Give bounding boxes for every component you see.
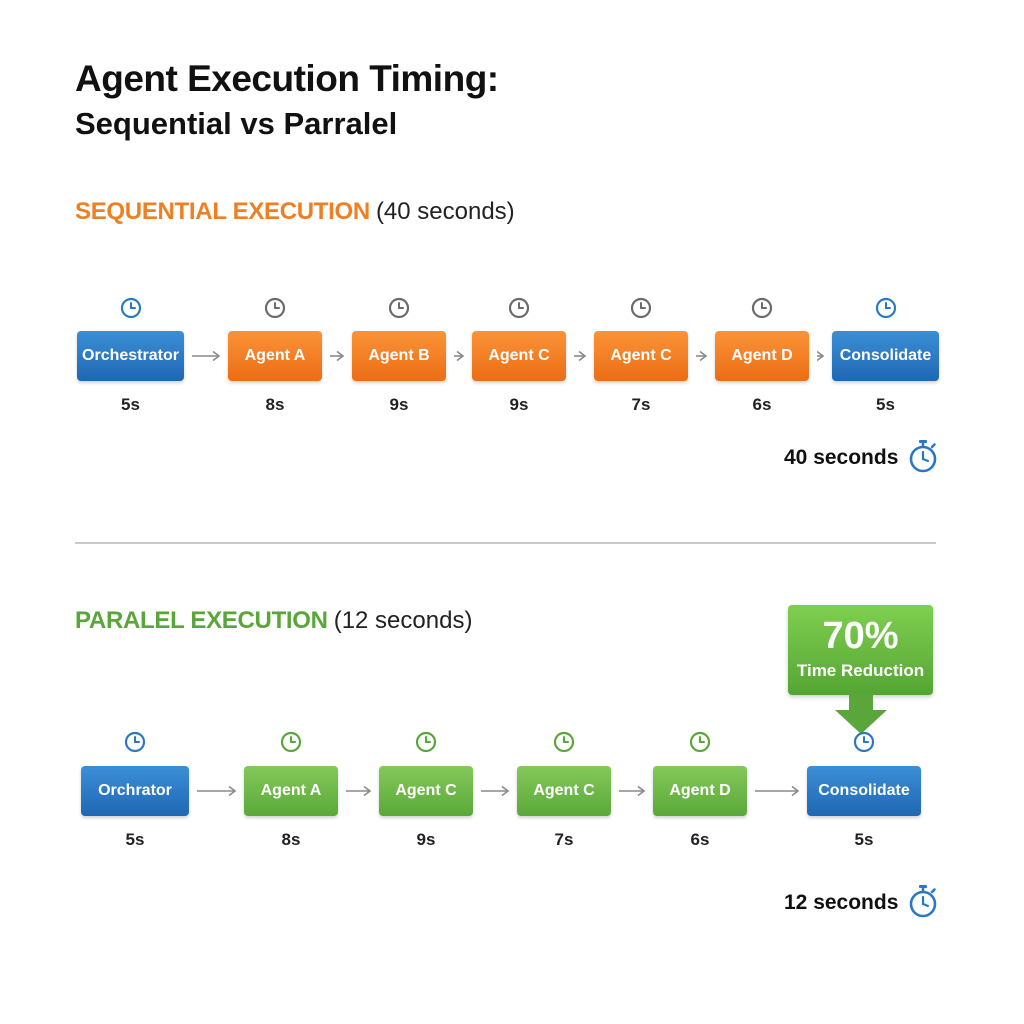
clock-icon	[264, 297, 286, 319]
parallel-label: PARALEL EXECUTION	[75, 607, 328, 634]
clock-icon	[508, 297, 530, 319]
sequential-label: SEQUENTIAL EXECUTION	[75, 198, 370, 225]
arrow-right-icon	[755, 785, 799, 797]
parallel-step-time: 8s	[281, 830, 301, 849]
sequential-duration: (40 seconds)	[375, 198, 515, 225]
clock-icon	[280, 731, 302, 753]
stopwatch-icon	[909, 885, 937, 918]
sequential-step-time: 9s	[509, 395, 529, 414]
time-reduction-callout: 70% Time Reduction	[788, 605, 933, 695]
arrow-right-icon	[574, 350, 586, 362]
parallel-step-box: Consolidate	[807, 766, 921, 816]
section-divider	[75, 542, 936, 544]
clock-icon	[124, 731, 146, 753]
sequential-step-time: 9s	[389, 395, 409, 414]
arrow-right-icon	[817, 350, 824, 362]
sequential-step-box: Agent C	[594, 331, 688, 381]
sequential-step-time: 7s	[631, 395, 651, 414]
parallel-step-box: Agent C	[517, 766, 611, 816]
clock-icon	[853, 731, 875, 753]
clock-icon	[388, 297, 410, 319]
arrow-right-icon	[619, 785, 645, 797]
clock-icon	[875, 297, 896, 319]
parallel-step-box: Agent C	[379, 766, 473, 816]
reduction-percent: 70%	[822, 615, 899, 657]
parallel-step-time: 9s	[416, 830, 436, 849]
arrow-right-icon	[696, 350, 707, 362]
arrow-right-icon	[197, 785, 236, 797]
sequential-step-box: Agent B	[352, 331, 446, 381]
arrow-right-icon	[481, 785, 509, 797]
page-title: Agent Execution Timing:	[75, 58, 499, 99]
arrow-right-icon	[192, 350, 220, 362]
sequential-step-time: 8s	[265, 395, 285, 414]
stopwatch-icon	[909, 440, 937, 473]
clock-icon	[630, 297, 652, 319]
clock-icon	[120, 297, 141, 319]
page-subtitle: Sequential vs Parralel	[75, 106, 398, 141]
parallel-step-box: Agent D	[653, 766, 747, 816]
sequential-step-box: Consolidate	[832, 331, 939, 381]
arrow-right-icon	[330, 350, 344, 362]
down-arrow-icon	[835, 694, 887, 734]
parallel-total: 12 seconds	[784, 891, 899, 914]
arrow-right-icon	[454, 350, 464, 362]
parallel-step-box: Agent A	[244, 766, 338, 816]
arrow-right-icon	[346, 785, 371, 797]
sequential-step-box: Agent A	[228, 331, 322, 381]
sequential-step-box: Agent C	[472, 331, 566, 381]
parallel-step-time: 5s	[854, 830, 874, 849]
sequential-step-box: Orchestrator	[77, 331, 184, 381]
parallel-step-time: 6s	[690, 830, 710, 849]
parallel-step-time: 7s	[554, 830, 574, 849]
sequential-step-box: Agent D	[715, 331, 809, 381]
clock-icon	[553, 731, 575, 753]
reduction-caption: Time Reduction	[796, 661, 925, 680]
clock-icon	[751, 297, 773, 319]
parallel-step-time: 5s	[125, 830, 145, 849]
sequential-step-time: 6s	[752, 395, 772, 414]
parallel-duration: (12 seconds)	[333, 607, 473, 634]
sequential-step-time: 5s	[876, 395, 895, 414]
sequential-total: 40 seconds	[784, 446, 899, 469]
sequential-section-header: SEQUENTIAL EXECUTION(40 seconds)	[75, 198, 515, 226]
parallel-section-header: PARALEL EXECUTION(12 seconds)	[75, 607, 472, 635]
clock-icon	[415, 731, 437, 753]
sequential-step-time: 5s	[121, 395, 140, 414]
clock-icon	[689, 731, 711, 753]
parallel-step-box: Orchrator	[81, 766, 189, 816]
